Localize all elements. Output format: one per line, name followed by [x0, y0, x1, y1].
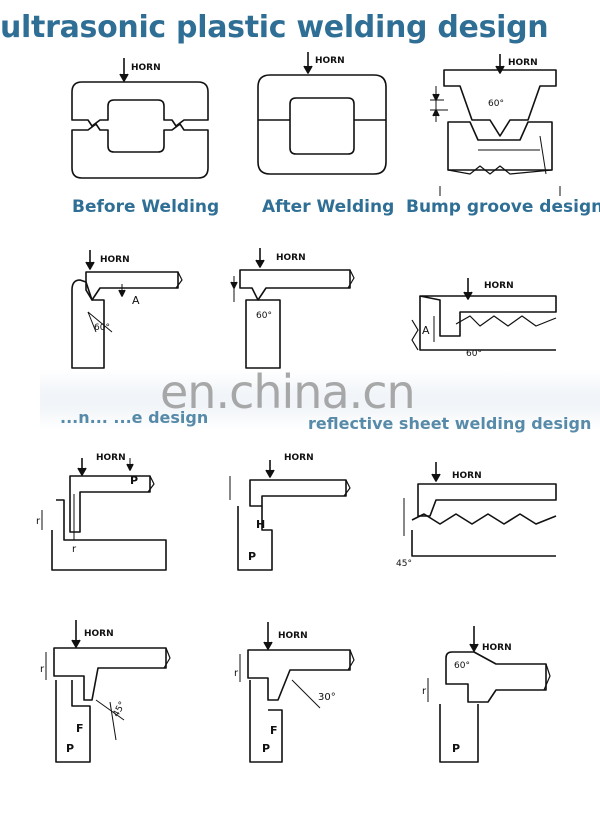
label-p-shear-1: P — [130, 474, 138, 487]
label-horn-after: HORN — [315, 56, 345, 66]
label-horn-before: HORN — [131, 63, 161, 73]
diagram-bump-groove: 60° — [430, 54, 561, 196]
label-r-step-2: r — [234, 668, 239, 679]
label-30-deg-step-2: 30° — [318, 692, 336, 703]
label-f-step-1: F — [76, 722, 84, 735]
label-60-deg-standard-2: 60° — [256, 311, 272, 321]
label-horn-step-2: HORN — [278, 631, 308, 641]
label-r-step-3: r — [422, 686, 427, 697]
label-r-step-1: r — [40, 664, 45, 675]
diagram-step-joint-1: r F P 45° — [40, 620, 171, 763]
diagram-shear-joint-1: P r r — [36, 458, 167, 571]
watermark: en.china.cn — [160, 365, 416, 419]
label-p-step-2: P — [262, 742, 270, 755]
label-p-shear-2: P — [248, 550, 256, 563]
label-horn-shear-1: HORN — [96, 453, 126, 463]
caption-bump-groove: Bump groove design — [406, 197, 600, 217]
label-60-deg-standard: 60° — [94, 323, 110, 333]
diagram-reflective-sheet: A 60° — [411, 278, 557, 359]
caption-standard-partial: ...n... ...e design — [60, 408, 209, 427]
label-horn-step-1: HORN — [84, 629, 114, 639]
label-45-deg-shear-3: 45° — [396, 559, 412, 569]
label-horn-reflective: HORN — [484, 281, 514, 291]
diagram-before-welding — [71, 58, 209, 179]
diagram-shear-joint-3: 45° — [396, 462, 557, 569]
caption-reflective-sheet: reflective sheet welding design — [308, 414, 592, 433]
diagram-shear-joint-2: H P — [229, 460, 351, 571]
label-p-step-1: P — [66, 742, 74, 755]
label-r-shear-1b: r — [72, 544, 77, 555]
label-horn-standard: HORN — [100, 255, 130, 265]
label-45-deg-step-1: 45° — [111, 700, 128, 719]
label-h-shear-2: H — [256, 518, 265, 531]
label-horn-standard-2: HORN — [276, 253, 306, 263]
label-horn-step-3: HORN — [482, 643, 512, 653]
label-a-reflective: A — [422, 324, 430, 337]
diagram-step-joint-3: r P 60° — [422, 626, 551, 763]
diagram-standard-design: 60° A — [71, 250, 183, 369]
label-horn-shear-3: HORN — [452, 471, 482, 481]
caption-before-welding: Before Welding — [72, 197, 220, 217]
diagram-after-welding — [257, 52, 387, 175]
watermark-band — [40, 370, 600, 430]
label-60-deg-bump: 60° — [488, 99, 504, 109]
diagram-step-joint-2: r F P 30° — [234, 622, 355, 763]
label-horn-bump: HORN — [508, 58, 538, 68]
label-60-deg-step-3: 60° — [454, 661, 470, 671]
diagram-standard-design-2: 60° — [230, 248, 355, 369]
label-horn-shear-2: HORN — [284, 453, 314, 463]
label-a-standard: A — [132, 294, 140, 307]
label-p-step-3: P — [452, 742, 460, 755]
page-title: ultrasonic plastic welding design — [0, 10, 549, 45]
caption-after-welding: After Welding — [262, 197, 395, 217]
label-60-deg-reflective: 60° — [466, 349, 482, 359]
label-f-step-2: F — [270, 724, 278, 737]
label-r-shear-1a: r — [36, 516, 41, 527]
